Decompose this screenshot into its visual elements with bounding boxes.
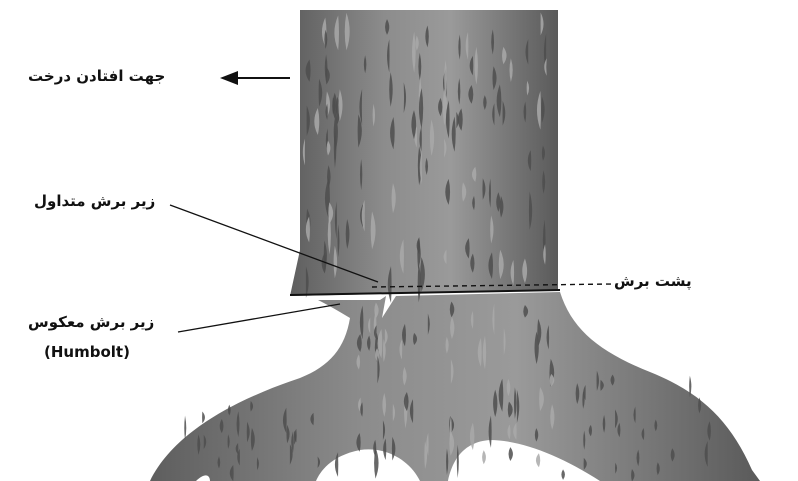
back-cut-label: پشت برش: [614, 272, 692, 290]
reverse-undercut-label: زیر برش معکوس: [28, 313, 154, 331]
undercut-notch: [290, 296, 386, 300]
humbolt-label: (Humbolt): [44, 343, 130, 361]
lower-trunk-with-roots: [150, 292, 760, 481]
arrow-head-icon: [220, 71, 238, 85]
reverse-undercut-leader: [178, 304, 340, 332]
upper-trunk: [290, 10, 558, 296]
conventional-undercut-label: زیر برش متداول: [34, 192, 155, 210]
fall-direction-label: جهت افتادن درخت: [28, 67, 165, 85]
